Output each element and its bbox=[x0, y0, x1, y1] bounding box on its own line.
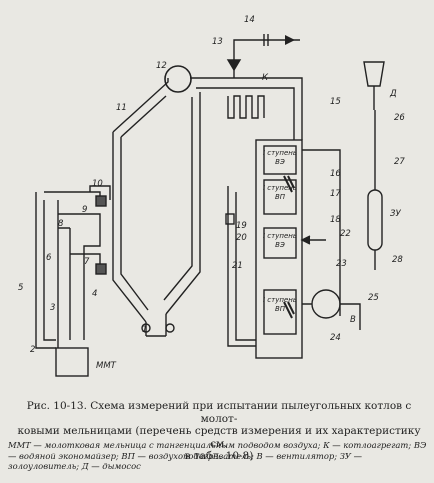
box-ve1-top: I ступень bbox=[263, 149, 297, 157]
boiler-drum bbox=[164, 65, 192, 93]
label-D: Д bbox=[389, 89, 397, 99]
caption-line-1: Рис. 10-13. Схема измерений при испытани… bbox=[26, 400, 412, 425]
mill-duct bbox=[57, 200, 71, 348]
figure-caption: Рис. 10-13. Схема измерений при испытани… bbox=[12, 400, 426, 463]
label-7: 7 bbox=[84, 257, 90, 267]
caption-line-3: в табл. 10-8) bbox=[184, 450, 254, 462]
box-ve2-bottom: ВЭ bbox=[275, 241, 285, 249]
burner-upper bbox=[95, 195, 107, 207]
top-gas-duct bbox=[190, 77, 303, 140]
label-1: 1 bbox=[142, 325, 147, 335]
label-17: 17 bbox=[330, 189, 341, 199]
label-V: В bbox=[350, 315, 356, 325]
furnace-right-wall bbox=[163, 92, 201, 315]
fan bbox=[311, 289, 341, 319]
label-5: 5 bbox=[18, 283, 23, 293]
box-vp1-bottom: ВП bbox=[275, 193, 286, 201]
label-28: 28 bbox=[392, 255, 403, 265]
label-9: 9 bbox=[82, 205, 87, 215]
label-25: 25 bbox=[368, 293, 379, 303]
burner-lower bbox=[95, 263, 107, 275]
label-14: 14 bbox=[244, 15, 255, 25]
caption-line-2: ковыми мельницами (перечень средств изме… bbox=[17, 425, 421, 450]
label-22: 22 bbox=[340, 229, 351, 239]
label-ZU: ЗУ bbox=[390, 209, 401, 219]
label-10: 10 bbox=[92, 179, 103, 189]
label-12: 12 bbox=[156, 61, 167, 71]
label-16: 16 bbox=[330, 169, 341, 179]
box-ve1-bottom: ВЭ bbox=[275, 158, 285, 166]
label-21: 21 bbox=[232, 261, 243, 271]
label-MMT: ММТ bbox=[96, 361, 117, 371]
label-2: 2 bbox=[30, 345, 35, 355]
box-vp1-top: I ступень bbox=[263, 184, 297, 192]
boiler-measurement-diagram: I ступень ВЭ I ступень ВП I ступень ВЭ I… bbox=[18, 15, 405, 377]
label-23: 23 bbox=[336, 259, 347, 269]
smoke-exhauster bbox=[363, 61, 385, 87]
furnace-inner-wall bbox=[120, 95, 167, 311]
label-13: 13 bbox=[212, 37, 223, 47]
superheater-coils bbox=[227, 95, 265, 119]
label-15: 15 bbox=[330, 97, 341, 107]
box-ve2-top: I ступень bbox=[263, 232, 297, 240]
label-19: 19 bbox=[236, 221, 247, 231]
label-6: 6 bbox=[46, 253, 52, 263]
label-3: 3 bbox=[50, 303, 55, 313]
hot-air-duct bbox=[227, 186, 256, 347]
label-K: К bbox=[262, 73, 269, 83]
label-18: 18 bbox=[330, 215, 341, 225]
label-26: 26 bbox=[394, 113, 405, 123]
figure-legend: ММТ — молотковая мельница с тангенциальн… bbox=[8, 440, 427, 471]
label-24: 24 bbox=[330, 333, 341, 343]
label-20: 20 bbox=[236, 233, 247, 243]
label-4: 4 bbox=[92, 289, 97, 299]
label-8: 8 bbox=[58, 219, 64, 229]
box-vp2-top: I ступень bbox=[263, 296, 297, 304]
ash-collector bbox=[367, 189, 383, 251]
hammer-mill bbox=[55, 347, 89, 377]
furnace-outer-wall bbox=[112, 78, 169, 323]
box-vp2-bottom: ВП bbox=[275, 305, 286, 313]
label-27: 27 bbox=[394, 157, 405, 167]
label-11: 11 bbox=[116, 103, 127, 113]
convective-shaft bbox=[255, 139, 303, 359]
air-duct-left bbox=[35, 191, 101, 349]
